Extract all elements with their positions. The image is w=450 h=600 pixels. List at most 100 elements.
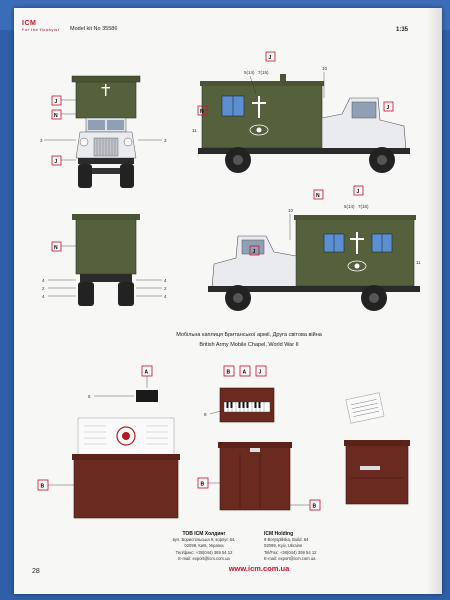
scale-label: 1:35 (396, 27, 409, 33)
cross-icon (350, 232, 364, 254)
cabinet-middle (219, 445, 291, 511)
svg-text:N: N (54, 113, 58, 119)
bumper (78, 158, 134, 164)
city-ua: 02099, Київ, Україна (184, 543, 224, 549)
footer-contacts-ua: ТОВ ICM Холдинг вул. Бориспільська 9, ко… (154, 531, 254, 562)
chassis-left (208, 286, 420, 292)
chassis-side (198, 148, 410, 154)
regimental-badge-icon (347, 260, 367, 272)
part-number-2-left: 2 (42, 286, 45, 291)
phone-ua: Тел/факс: +38(044) 369 54 12 (175, 549, 233, 555)
email-ua: E-mail: export@icm.com.ua (178, 555, 230, 561)
cab-window (351, 101, 377, 119)
box-roof-rear (72, 214, 140, 220)
svg-text:B: B (41, 484, 45, 490)
part-number-4-left-b: 4 (42, 294, 45, 299)
instruction-page: ICM For the Hobbyist Model kit No 35586 … (14, 8, 442, 594)
cabinet-middle-handle (250, 448, 260, 452)
callout-j-left-cab: J (249, 245, 260, 256)
right-side-view-truck: 5(14) 7(15) 10 11 (192, 66, 410, 173)
address-en: 9 Borysplilska, Build. 64 (264, 537, 309, 543)
part-number-5-14: 5(14) (244, 70, 255, 75)
cabinet-middle-top (218, 442, 292, 448)
callout-b-organ: B (223, 365, 235, 377)
callout-a-left: A (141, 365, 153, 388)
callout-b-left: B (37, 479, 74, 491)
caption: Мобільна каплиця Британської армії, Друг… (104, 330, 394, 350)
company-ua: ТОВ ICM Холдинг (182, 531, 226, 537)
rear-view-truck: 4 2 4 4 2 4 N (42, 214, 167, 306)
front-view-callouts: J N J (51, 95, 76, 166)
front-view-truck: 3 3 (40, 75, 167, 188)
cross-icon (252, 96, 266, 118)
svg-text:J: J (259, 370, 262, 376)
logo-tagline: For the Hobbyist (22, 27, 60, 32)
wheel-right (120, 164, 134, 188)
cabinet-left-top (72, 454, 180, 460)
address-ua: вул. Бориспільська 9, корпус 64, (172, 537, 236, 543)
callout-j-left-top: J (353, 185, 364, 196)
callout-j-side-right: J (383, 101, 394, 112)
part-number-7-16: 7(16) (358, 204, 369, 209)
part-number-2-right: 2 (164, 286, 167, 291)
cabinet-right-top (344, 440, 410, 446)
caption-ukrainian: Мобільна каплиця Британської армії, Друг… (176, 332, 322, 338)
cabinet-right-handle (360, 466, 380, 470)
cab-window-left (241, 239, 265, 255)
svg-text:N: N (316, 193, 320, 199)
box-body-left (295, 217, 415, 287)
interior-details: A 6 B B A (37, 365, 410, 519)
model-kit-number: Model kit No 35586 (70, 26, 118, 32)
keyboard-icon (223, 401, 271, 413)
svg-text:J: J (253, 249, 256, 255)
page-number: 28 (32, 568, 40, 575)
windshield-right (107, 120, 124, 130)
box-body-rear (75, 217, 137, 275)
phone-en: Tel/Fax: +38(044) 369 54 12 (264, 549, 317, 555)
regimental-badge-icon (116, 426, 136, 446)
regimental-badge-icon (249, 124, 269, 136)
city-en: 02099, Kyiv, Ukraine (264, 543, 303, 549)
icm-logo: ICM For the Hobbyist (22, 20, 59, 32)
axle (92, 168, 120, 174)
part-number-3-right: 3 (164, 138, 167, 143)
box-roof (71, 75, 141, 83)
svg-text:J: J (357, 189, 360, 195)
logo-text: ICM (22, 20, 37, 27)
headlight-left (79, 137, 89, 147)
part-number-11-b: 11 (416, 260, 421, 265)
part-number-4-right-b: 4 (164, 294, 167, 299)
page-curl-shadow (426, 8, 442, 594)
rear-chassis (80, 274, 132, 282)
rear-wheel-right (118, 282, 134, 306)
part-number-6: 6 (88, 394, 91, 399)
part-number-10: 10 (322, 66, 328, 71)
part-number-11: 11 (192, 128, 197, 133)
part-number-4-left: 4 (42, 278, 45, 283)
callout-j-organ: J (255, 365, 267, 377)
windshield-left (88, 120, 105, 130)
svg-text:B: B (227, 370, 231, 376)
headlight-right (123, 137, 133, 147)
callout-j-front-bottom: J (51, 155, 76, 166)
part-number-4-right: 4 (164, 278, 167, 283)
callout-n-left-top: N (313, 189, 324, 200)
callout-b-right: B (290, 499, 321, 511)
callout-a-organ: A (239, 365, 251, 377)
part-number-5-14-b: 5(14) (344, 204, 355, 209)
svg-text:J: J (269, 55, 272, 61)
cross-icon (101, 84, 110, 96)
svg-text:J: J (387, 105, 390, 111)
chimney (280, 74, 286, 82)
callout-n-front: N (51, 109, 76, 120)
rear-wheel-left (78, 282, 94, 306)
website-url: www.icm.com.ua (228, 564, 290, 573)
part-6-block (136, 390, 158, 402)
box-roof-left (294, 215, 416, 220)
cabinet-left (73, 457, 179, 519)
svg-text:J: J (55, 99, 58, 105)
box-roof-side (200, 81, 324, 86)
callout-b-middle: B (197, 477, 220, 489)
callout-j-side-top: J (265, 51, 276, 62)
svg-text:A: A (243, 370, 247, 376)
